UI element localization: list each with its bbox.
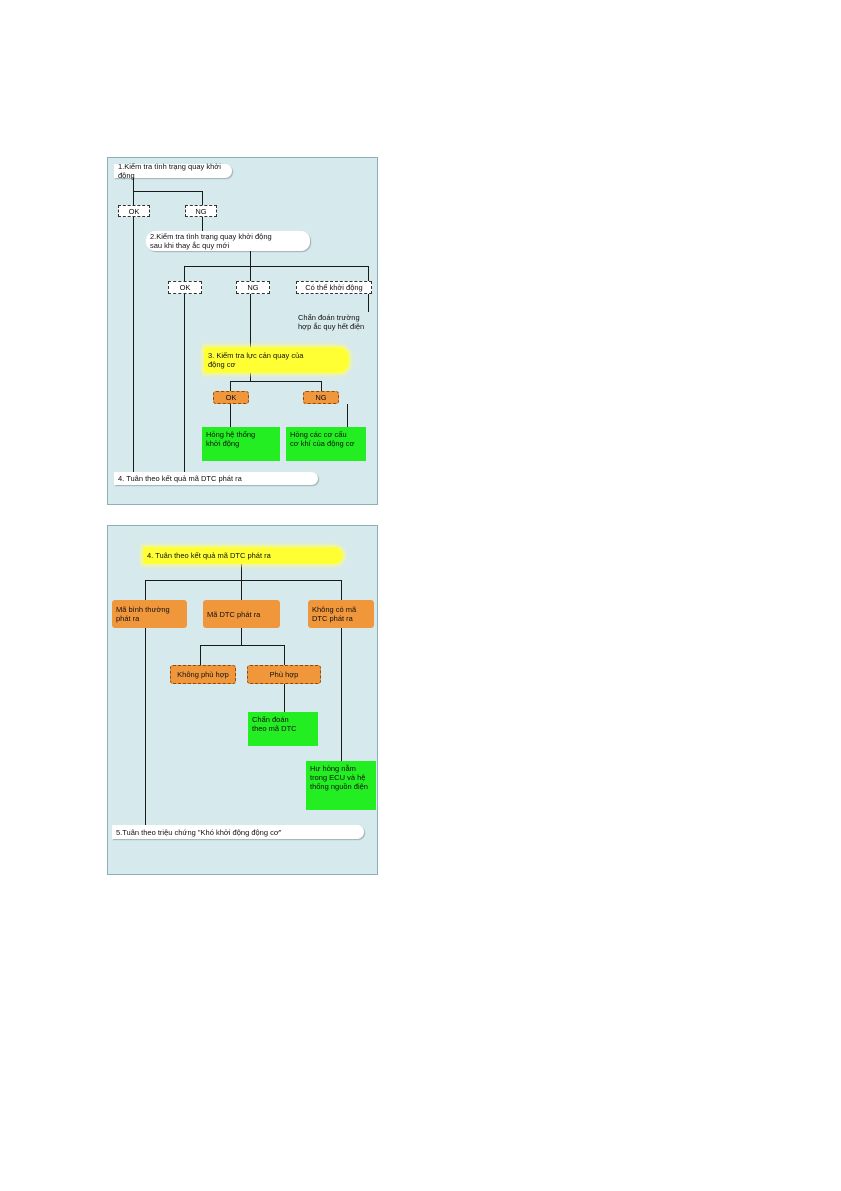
connector-line bbox=[241, 628, 242, 645]
connector-line bbox=[230, 381, 231, 391]
connector-line bbox=[250, 251, 251, 266]
connector-line bbox=[145, 580, 342, 581]
flowchart-panel-dtc-result: 4. Tuân theo kết quả mã DTC phát ra Mã b… bbox=[107, 525, 378, 875]
connector-line bbox=[202, 217, 203, 231]
connector-line bbox=[145, 580, 146, 600]
ecu-power-fault-box: Hư hỏng nằm trong ECU và hệ thống nguồn … bbox=[306, 761, 376, 810]
connector-line bbox=[284, 684, 285, 712]
connector-line bbox=[200, 645, 201, 665]
diagnose-by-dtc-box: Chẩn đoán theo mã DTC bbox=[248, 712, 318, 746]
connector-line bbox=[321, 381, 322, 391]
connector-line bbox=[368, 266, 369, 281]
engine-mechanical-fault-box: Hỏng các cơ cấu cơ khí của động cơ bbox=[286, 427, 366, 461]
starter-system-fault-box: Hỏng hệ thống khởi động bbox=[202, 427, 280, 461]
connector-line bbox=[230, 404, 231, 427]
connector-line bbox=[133, 191, 134, 205]
step4-follow-dtc-result: 4. Tuân theo kết quả mã DTC phát ra bbox=[114, 472, 318, 485]
not-matching-box: Không phù hợp bbox=[170, 665, 236, 684]
connector-line bbox=[241, 564, 242, 580]
ok-box: OK bbox=[168, 281, 202, 294]
connector-line bbox=[200, 645, 285, 646]
ok-box: OK bbox=[213, 391, 249, 404]
dtc-code-box: Mã DTC phát ra bbox=[203, 600, 280, 628]
step5-follow-symptom: 5.Tuân theo triệu chứng "Khó khởi động đ… bbox=[112, 825, 364, 839]
connector-line bbox=[250, 373, 251, 381]
connector-line bbox=[133, 191, 203, 192]
can-start-box: Có thể khởi động bbox=[296, 281, 372, 294]
connector-line bbox=[202, 191, 203, 205]
ng-box: NG bbox=[236, 281, 270, 294]
connector-line bbox=[341, 628, 342, 761]
connector-line bbox=[341, 580, 342, 600]
connector-line bbox=[284, 645, 285, 665]
connector-line bbox=[250, 294, 251, 347]
ng-box: NG bbox=[185, 205, 217, 217]
matching-box: Phù hợp bbox=[247, 665, 321, 684]
connector-line bbox=[184, 294, 185, 475]
step1-check-cranking: 1.Kiểm tra tình trạng quay khởi động bbox=[114, 162, 232, 180]
connector-line bbox=[133, 217, 134, 475]
step4-follow-dtc-result: 4. Tuân theo kết quả mã DTC phát ra bbox=[143, 547, 343, 564]
connector-line bbox=[241, 580, 242, 600]
ok-box: OK bbox=[118, 205, 150, 217]
step3-check-engine-resistance: 3. Kiểm tra lực cản quay của động cơ bbox=[204, 347, 349, 373]
connector-line bbox=[145, 628, 146, 826]
connector-line bbox=[368, 294, 369, 312]
diagnose-dead-battery-text: Chẩn đoán trường hợp ắc quy hết điện bbox=[298, 313, 365, 331]
connector-line bbox=[250, 266, 251, 281]
connector-line bbox=[184, 266, 185, 281]
ng-box: NG bbox=[303, 391, 339, 404]
step2-check-with-new-battery: 2.Kiểm tra tình trạng quay khởi động sau… bbox=[146, 231, 310, 251]
connector-line bbox=[184, 266, 368, 267]
connector-line bbox=[133, 178, 134, 191]
connector-line bbox=[230, 381, 322, 382]
normal-code-box: Mã bình thường phát ra bbox=[112, 600, 187, 628]
connector-line bbox=[347, 404, 348, 427]
no-code-box: Không có mã DTC phát ra bbox=[308, 600, 374, 628]
flowchart-panel-starting-check: 1.Kiểm tra tình trạng quay khởi động OK … bbox=[107, 157, 378, 505]
